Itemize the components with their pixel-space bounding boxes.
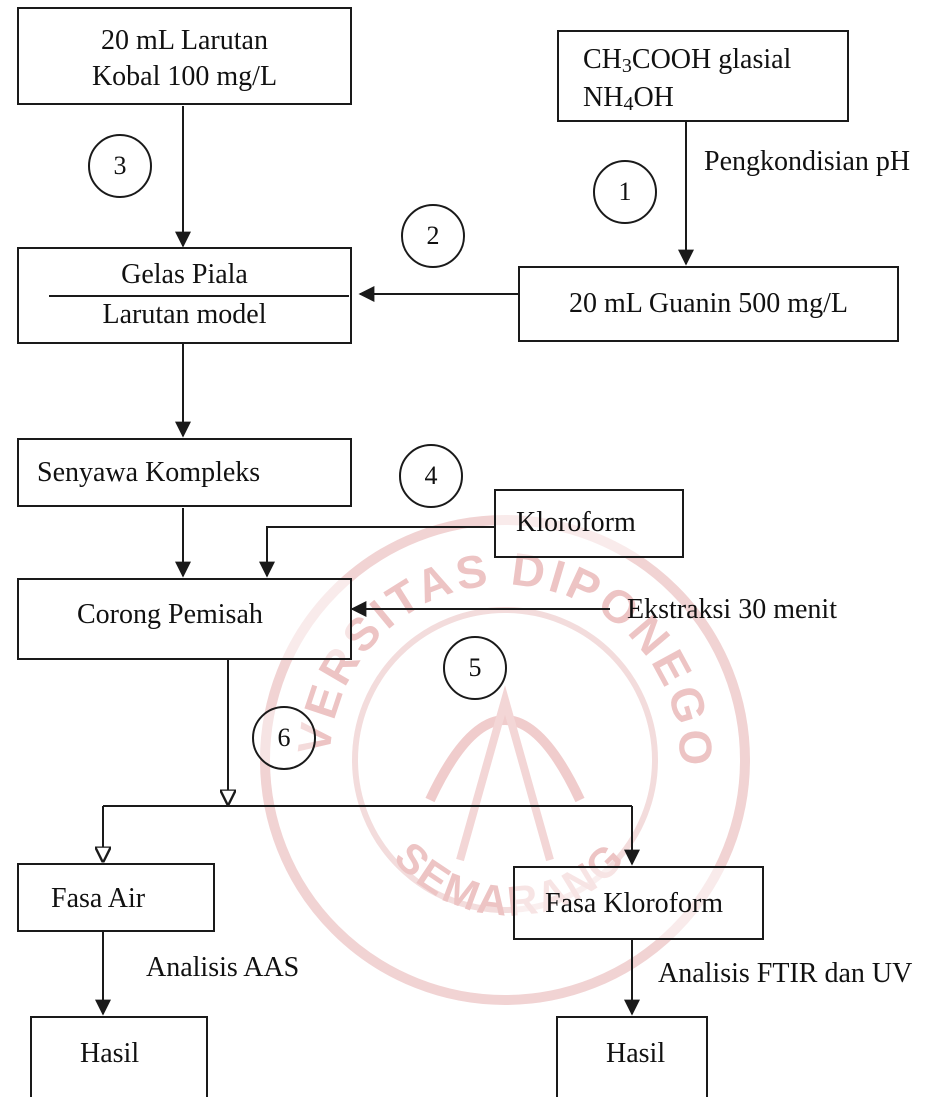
box-fasa-kloroform: Fasa Kloroform [513,866,764,940]
kloroform-label: Kloroform [516,507,636,538]
fasa-air-label: Fasa Air [51,883,146,914]
box-acid-base: CH3COOH glasial NH4OH [557,30,849,122]
gelas-divider [49,295,349,297]
step-3-circle: 3 [88,134,152,198]
base-label: NH4OH [583,82,674,115]
gelas-top-label: Gelas Piala [121,259,248,290]
step-5-circle: 5 [443,636,507,700]
kobalt-line-1: 20 mL Larutan [101,25,268,56]
box-guanin: 20 mL Guanin 500 mg/L [518,266,899,342]
label-pengkondisian-ph: Pengkondisian pH [704,146,911,177]
label-analisis-ftir: Analisis FTIR dan UV [658,958,913,989]
step-6-circle: 6 [252,706,316,770]
box-corong-pemisah: Corong Pemisah [17,578,352,660]
step-2-circle: 2 [401,204,465,268]
step-1-circle: 1 [593,160,657,224]
box-hasil-left: Hasil [30,1016,208,1097]
acid-label: CH3COOH glasial [583,44,792,77]
step-4-circle: 4 [399,444,463,508]
kobalt-line-2: Kobal 100 mg/L [91,61,278,92]
fasa-kloroform-label: Fasa Kloroform [545,888,724,919]
box-senyawa-kompleks: Senyawa Kompleks [17,438,352,507]
label-ekstraksi: Ekstraksi 30 menit [627,594,837,625]
label-analisis-aas: Analisis AAS [146,952,300,983]
hasil-right-label: Hasil [606,1038,666,1069]
arrow-kloroform-to-corong [259,526,494,578]
senyawa-label: Senyawa Kompleks [37,457,261,488]
corong-label: Corong Pemisah [77,599,263,630]
gelas-bottom-label: Larutan model [102,299,267,330]
box-gelas-piala: Gelas Piala Larutan model [17,247,352,344]
hasil-left-label: Hasil [80,1038,140,1069]
guanin-label: 20 mL Guanin 500 mg/L [569,288,848,319]
box-fasa-air: Fasa Air [17,863,215,932]
box-hasil-right: Hasil [556,1016,708,1097]
box-kloroform: Kloroform [494,489,684,558]
box-kobalt-solution: 20 mL Larutan Kobal 100 mg/L [17,7,352,105]
